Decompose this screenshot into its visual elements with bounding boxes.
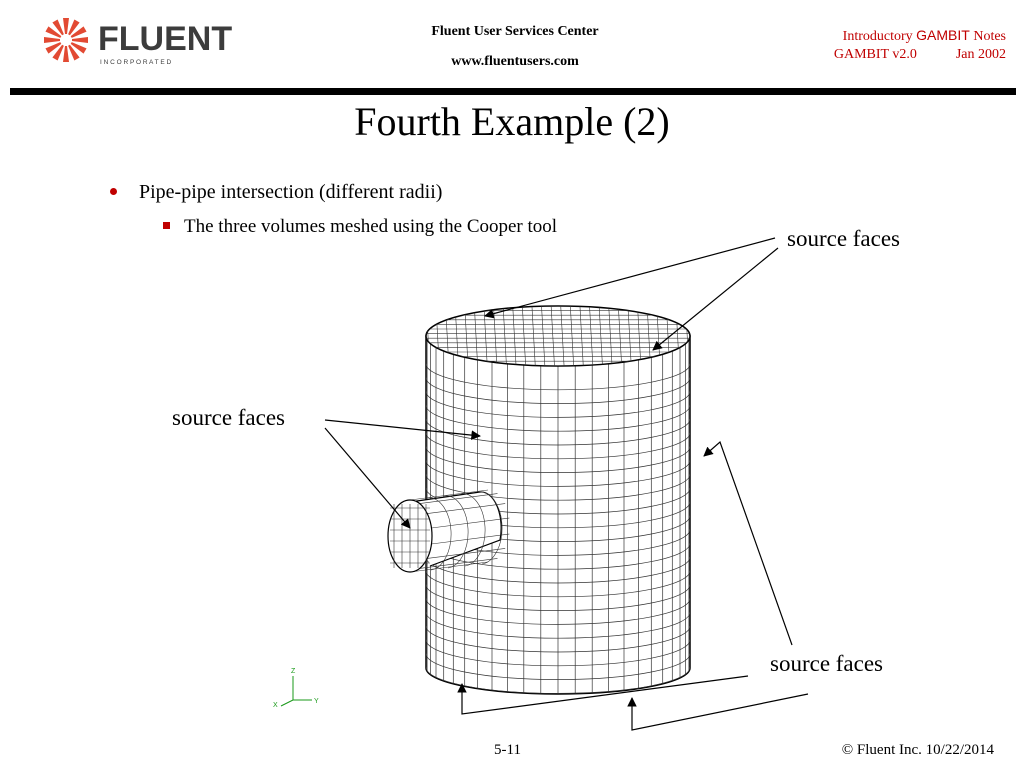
center-title: Fluent User Services Center xyxy=(431,24,599,39)
notes-intro: Introductory xyxy=(842,29,913,44)
slide-title: Fourth Example (2) xyxy=(354,99,670,144)
logo-subtext: I N C O R P O R A T E D xyxy=(100,59,171,66)
header-rule xyxy=(10,88,1016,95)
fluent-logo: FLUENT I N C O R P O R A T E D xyxy=(40,14,240,70)
callout-bottom: source faces xyxy=(770,651,884,676)
small-pipe xyxy=(387,489,510,573)
header-center: Fluent User Services Center www.fluentus… xyxy=(380,24,650,84)
bullet-item: Pipe-pipe intersection (different radii) xyxy=(110,180,442,204)
notes-word: Notes xyxy=(973,29,1006,44)
bullet-text: Pipe-pipe intersection (different radii) xyxy=(139,181,443,203)
logo-text: FLUENT xyxy=(98,20,232,58)
bullet-square-icon xyxy=(163,222,170,230)
axes-triad: Z Y X xyxy=(273,668,319,709)
date-label: Jan 2002 xyxy=(955,47,1006,62)
main-cylinder xyxy=(425,335,691,695)
top-source-face xyxy=(425,305,691,367)
starburst-icon xyxy=(44,18,88,62)
header-right: Introductory GAMBIT Notes GAMBIT v2.0 Ja… xyxy=(746,26,1006,64)
sub-bullet-item: The three volumes meshed using the Coope… xyxy=(163,216,557,238)
copyright: © Fluent Inc. 10/22/2014 xyxy=(841,742,994,758)
notes-gambit: GAMBIT xyxy=(916,27,970,43)
callout-top: source faces xyxy=(787,226,901,251)
sub-bullet-text: The three volumes meshed using the Coope… xyxy=(184,216,558,237)
page-number: 5-11 xyxy=(494,742,521,758)
svg-text:Z: Z xyxy=(291,668,296,675)
callout-left: source faces xyxy=(172,405,286,430)
callout-arrows xyxy=(324,237,809,731)
svg-text:Y: Y xyxy=(314,698,319,705)
svg-text:X: X xyxy=(273,702,278,709)
center-url: www.fluentusers.com xyxy=(451,54,579,69)
bullet-dot-icon xyxy=(110,187,117,195)
version-label: GAMBIT v2.0 xyxy=(833,47,917,62)
